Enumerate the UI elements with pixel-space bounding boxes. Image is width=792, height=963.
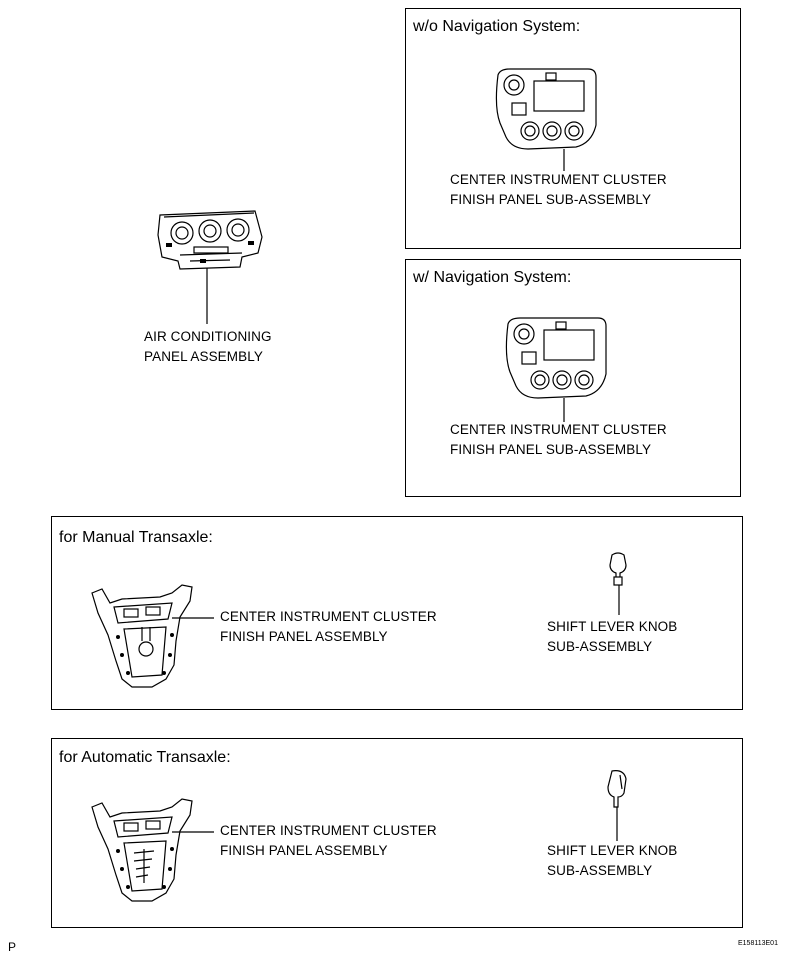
label-line2: SUB-ASSEMBLY <box>547 639 653 654</box>
center-cluster-panel-nav-illustration <box>505 317 607 399</box>
console-finish-panel-automatic-illustration <box>91 798 193 902</box>
page-mark: P <box>8 940 17 954</box>
section-title: for Automatic Transaxle: <box>59 749 231 766</box>
center-cluster-panel-label: CENTER INSTRUMENT CLUSTER FINISH PANEL S… <box>450 420 667 460</box>
label-line1: CENTER INSTRUMENT CLUSTER <box>450 422 667 437</box>
leader-line <box>172 831 214 833</box>
label-line1: CENTER INSTRUMENT CLUSTER <box>220 823 437 838</box>
label-line2: FINISH PANEL ASSEMBLY <box>220 629 388 644</box>
shift-lever-knob-manual-illustration <box>609 552 627 586</box>
figure-id: E158113E01 <box>738 940 778 947</box>
center-cluster-finish-panel-label: CENTER INSTRUMENT CLUSTER FINISH PANEL A… <box>220 607 437 647</box>
leader-line <box>618 585 620 615</box>
console-finish-panel-manual-illustration <box>91 584 193 688</box>
ac-panel-illustration <box>157 210 263 270</box>
center-cluster-panel-label: CENTER INSTRUMENT CLUSTER FINISH PANEL S… <box>450 170 667 210</box>
label-line2: FINISH PANEL SUB-ASSEMBLY <box>450 192 652 207</box>
label-line1: CENTER INSTRUMENT CLUSTER <box>450 172 667 187</box>
section-with-navigation: w/ Navigation System: CENTER INSTRUMENT … <box>405 259 741 497</box>
center-cluster-finish-panel-label: CENTER INSTRUMENT CLUSTER FINISH PANEL A… <box>220 821 437 861</box>
shift-lever-knob-label: SHIFT LEVER KNOB SUB-ASSEMBLY <box>547 841 677 881</box>
ac-panel-label-line2: PANEL ASSEMBLY <box>144 349 263 364</box>
label-line1: CENTER INSTRUMENT CLUSTER <box>220 609 437 624</box>
leader-line <box>616 807 618 841</box>
label-line1: SHIFT LEVER KNOB <box>547 843 678 858</box>
section-title: w/o Navigation System: <box>413 18 581 35</box>
shift-lever-knob-automatic-illustration <box>607 770 627 808</box>
ac-panel-leader-line <box>206 268 208 324</box>
section-automatic-transaxle: for Automatic Transaxle: CENTER INSTRUME… <box>51 738 743 928</box>
section-title: w/ Navigation System: <box>413 269 572 286</box>
section-without-navigation: w/o Navigation System: CENTER INSTRUMENT… <box>405 8 741 249</box>
leader-line <box>563 398 565 422</box>
label-line2: SUB-ASSEMBLY <box>547 863 653 878</box>
ac-panel-label: AIR CONDITIONING PANEL ASSEMBLY <box>144 327 272 367</box>
leader-line <box>563 149 565 171</box>
section-manual-transaxle: for Manual Transaxle: CENTER INSTRUMENT … <box>51 516 743 710</box>
label-line1: SHIFT LEVER KNOB <box>547 619 678 634</box>
label-line2: FINISH PANEL ASSEMBLY <box>220 843 388 858</box>
label-line2: FINISH PANEL SUB-ASSEMBLY <box>450 442 652 457</box>
section-title: for Manual Transaxle: <box>59 529 213 546</box>
ac-panel-label-line1: AIR CONDITIONING <box>144 329 272 344</box>
leader-line <box>172 617 214 619</box>
center-cluster-panel-no-nav-illustration <box>495 68 597 150</box>
shift-lever-knob-label: SHIFT LEVER KNOB SUB-ASSEMBLY <box>547 617 677 657</box>
